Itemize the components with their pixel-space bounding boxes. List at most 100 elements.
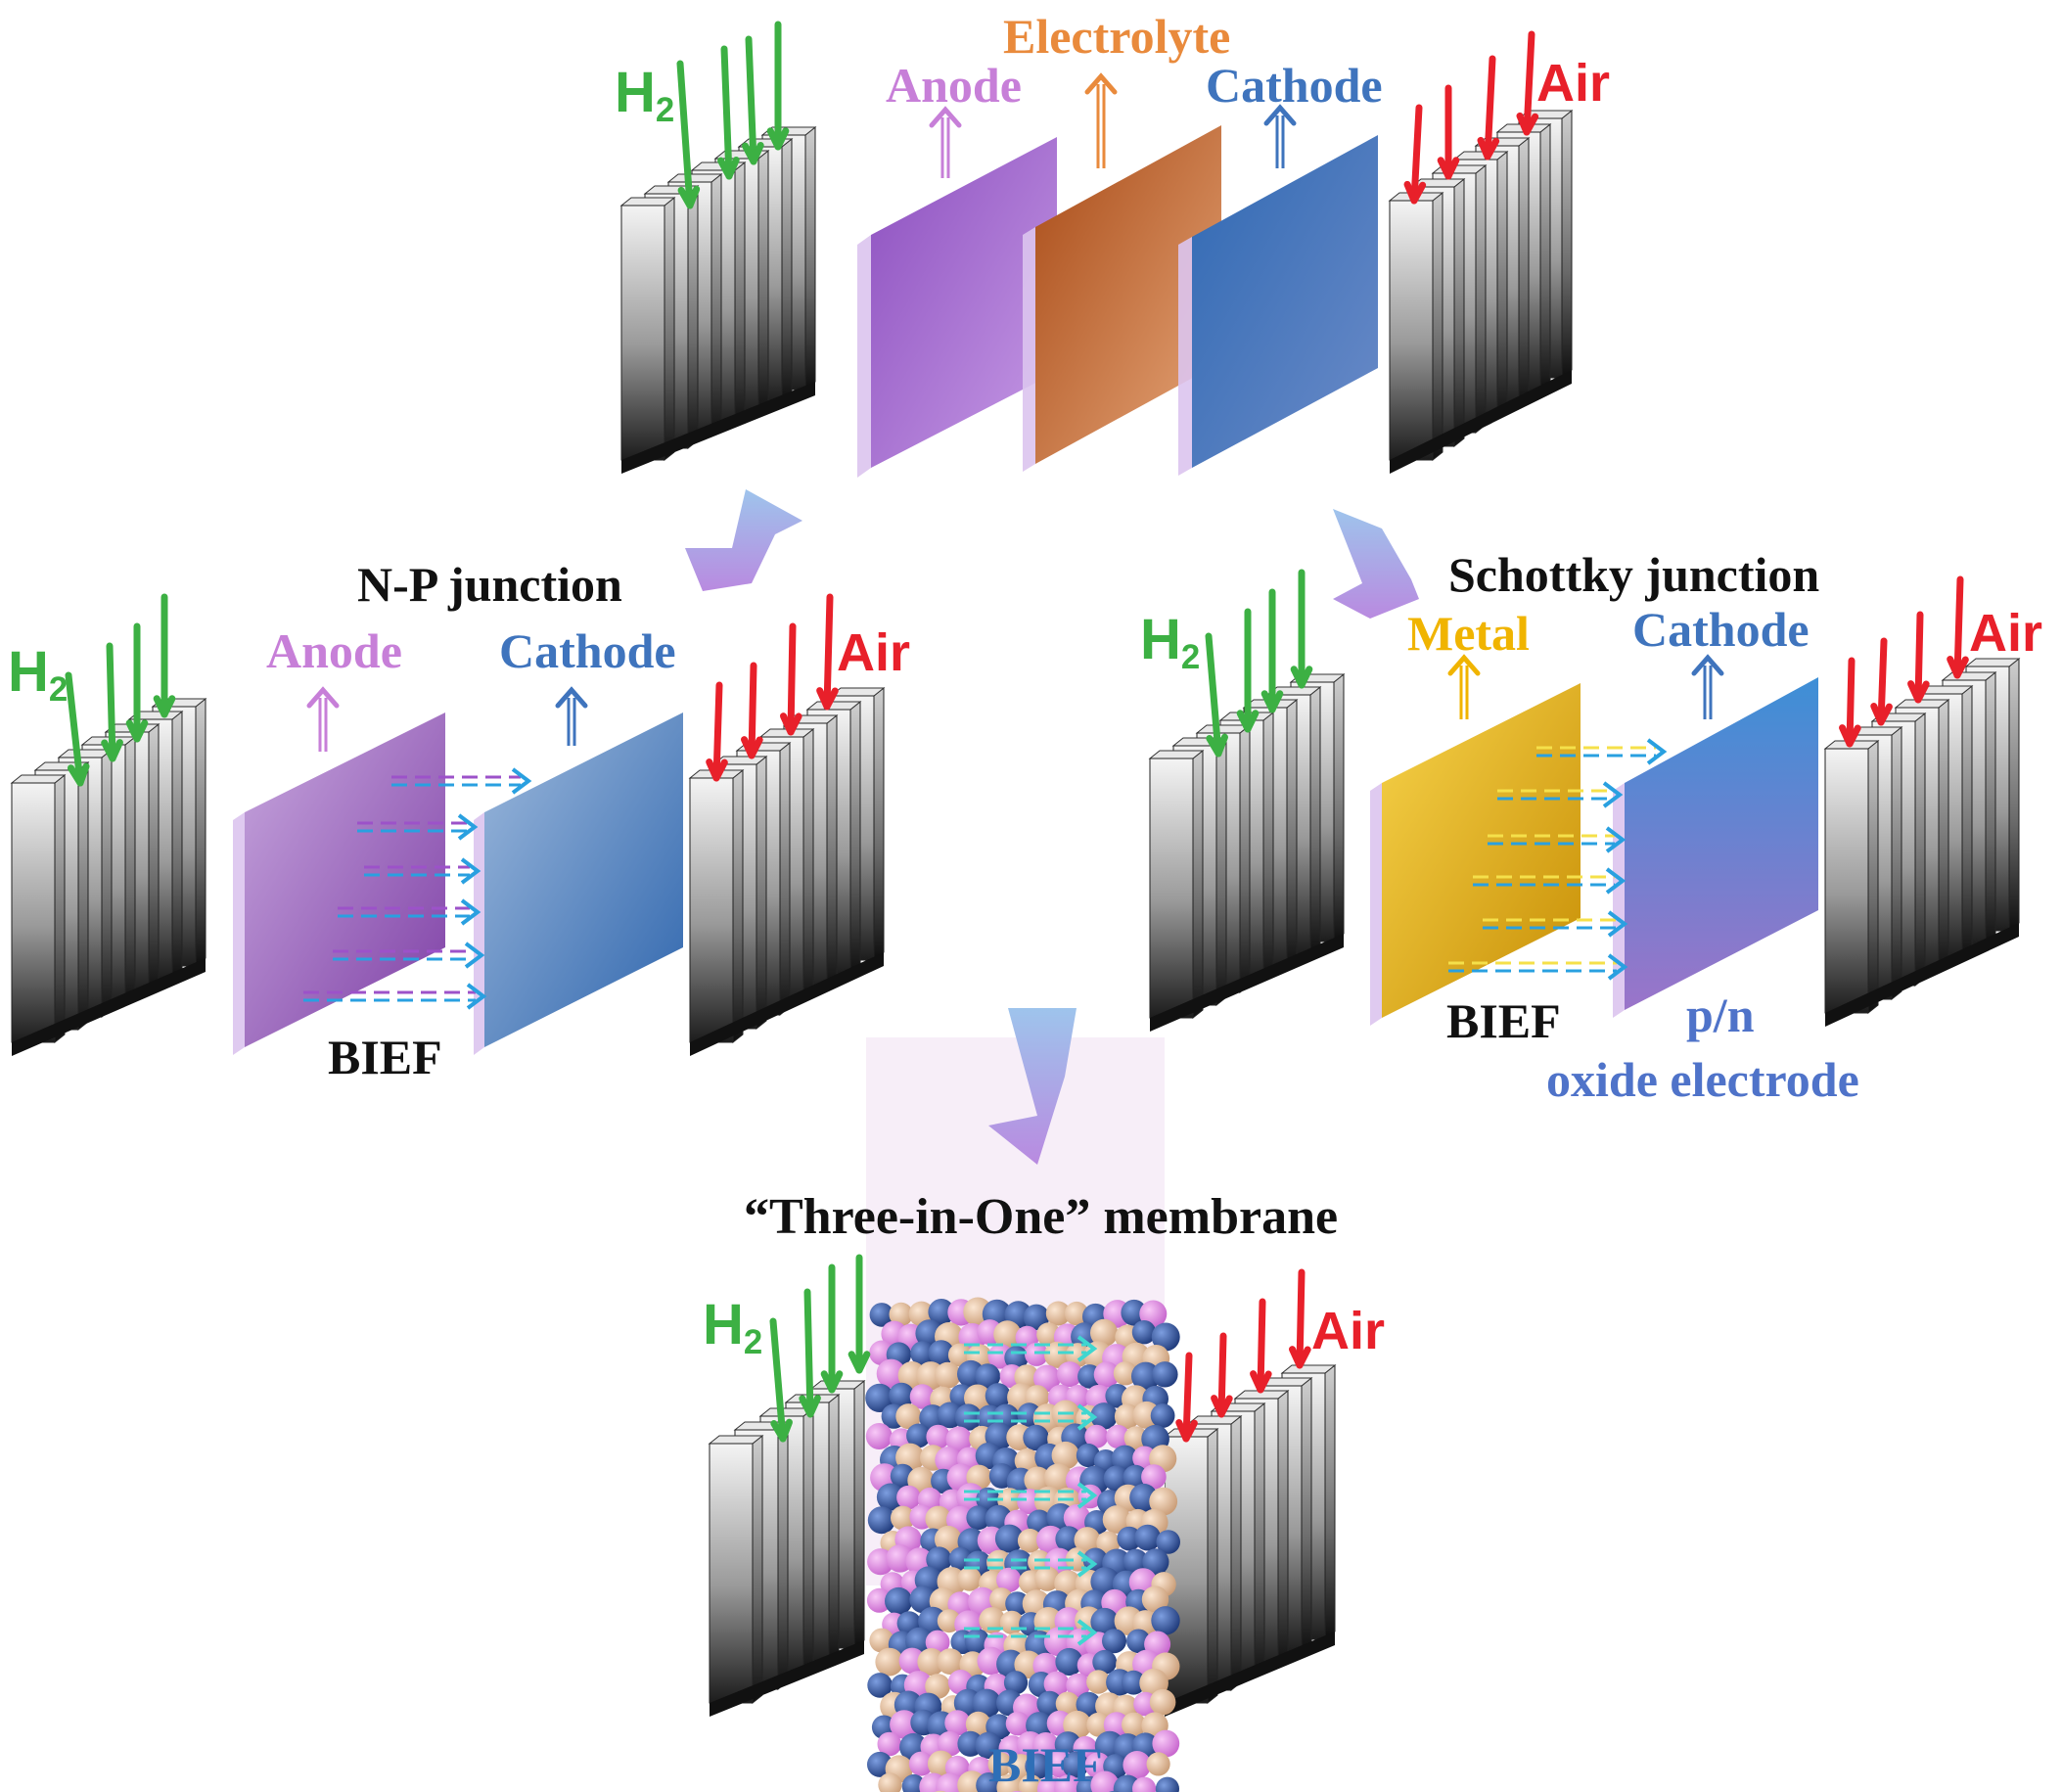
- top-cathode-plate: [1192, 135, 1378, 468]
- membrane-particle: [1014, 1448, 1040, 1474]
- schottky-h2-arrow-3-head: [1290, 666, 1313, 689]
- three-air-arrow-0: [1182, 1352, 1193, 1443]
- three-air-label: Air: [1311, 1302, 1386, 1360]
- transition-arrows: [685, 489, 1419, 1165]
- schottky-left-heatsink-fin-side: [1239, 723, 1251, 994]
- top-h2-label: H2: [615, 61, 675, 130]
- membrane-particle: [1142, 1548, 1169, 1576]
- membrane-particle: [926, 1424, 950, 1449]
- top-cathode-arrow-head: [1263, 104, 1297, 126]
- schottky-h2-arrow-0-head: [1206, 733, 1228, 758]
- membrane-particle: [1065, 1547, 1090, 1572]
- np-right-heatsink-fin-side: [802, 727, 814, 1003]
- np-left-heatsink-fin-side: [195, 697, 206, 968]
- three-bief-arrow-1-head: [1077, 1403, 1098, 1431]
- three-h2-arrow-3-head: [848, 1351, 871, 1374]
- transition-arrow-left: [685, 489, 802, 591]
- membrane-particle: [1149, 1688, 1176, 1716]
- membrane-particle: [1106, 1424, 1130, 1448]
- membrane-particle: [972, 1688, 1001, 1719]
- top-left-heatsink-fin-side: [804, 125, 816, 391]
- transition-arrow-right: [1333, 509, 1419, 619]
- membrane-particle: [975, 1363, 1001, 1390]
- membrane-particle: [1055, 1691, 1080, 1717]
- np-air-arrow-0: [712, 681, 723, 782]
- top-electrolyte-label: Electrolyte: [1003, 9, 1231, 64]
- membrane-particle: [909, 1585, 938, 1614]
- membrane-particle: [869, 1303, 894, 1327]
- membrane-particle: [945, 1426, 973, 1453]
- membrane-particle: [866, 1587, 892, 1613]
- np-air-arrow-2: [787, 622, 797, 736]
- membrane-particle: [1151, 1606, 1180, 1635]
- np-anode-plate-edge: [233, 812, 245, 1055]
- schottky-bief-arrow-0-head: [1646, 738, 1668, 765]
- top-right-heatsink-fin-side: [1496, 150, 1508, 421]
- membrane-particle: [1025, 1342, 1049, 1366]
- membrane-particle: [1122, 1712, 1146, 1737]
- np-air-label: Air: [837, 623, 911, 682]
- schottky-bief-arrow-1-head: [1602, 781, 1624, 808]
- np-anode-arrow-head: [306, 686, 340, 709]
- np-air-arrow-3-head: [816, 687, 839, 711]
- membrane-particle: [869, 1628, 894, 1653]
- top-left-heatsink-fin-top: [666, 173, 723, 183]
- np-air-arrow-2-head: [779, 712, 802, 736]
- schottky-left-heatsink-fin-side: [1192, 749, 1204, 1020]
- three-left-heatsink-fin-side: [853, 1379, 865, 1650]
- top-left-heatsink-fin: [620, 205, 665, 461]
- membrane-particle: [1093, 1361, 1121, 1388]
- schottky-air-arrow-3-head: [1947, 656, 1969, 679]
- membrane-particle: [909, 1384, 936, 1409]
- schottky-air-arrow-3: [1953, 575, 1964, 679]
- membrane-particle: [1074, 1527, 1101, 1553]
- three-bief-arrow-4-head: [1077, 1619, 1098, 1646]
- three-h2-label: H2: [703, 1293, 763, 1362]
- np-air-arrow-1: [748, 662, 757, 759]
- schottky-h2-arrow-0: [1205, 632, 1222, 758]
- top-left-heatsink-fin-side: [710, 172, 722, 438]
- membrane-particle: [1123, 1548, 1149, 1575]
- schottky-right-heatsink-fin-side: [1867, 739, 1879, 1015]
- np-left-heatsink-fin-side: [77, 760, 89, 1032]
- membrane-particle: [934, 1525, 962, 1553]
- membrane-particle: [1066, 1673, 1090, 1698]
- membrane-particle: [1036, 1690, 1063, 1717]
- bief-field-arrows: [303, 738, 1668, 1646]
- schottky-right-heatsink-fin-top: [1894, 699, 1950, 709]
- membrane-particle: [1152, 1729, 1180, 1758]
- membrane-particle: [1102, 1629, 1126, 1654]
- three-h2-arrow-0: [769, 1317, 787, 1443]
- three-right-heatsink: [1163, 1363, 1337, 1717]
- schottky-air-arrow-1: [1877, 637, 1888, 726]
- schottky-right-heatsink-fin-side: [1961, 684, 1973, 960]
- schottky-bief-arrow-2-head: [1605, 826, 1627, 853]
- membrane-particle: [1005, 1591, 1030, 1616]
- membrane-particle: [1151, 1322, 1180, 1352]
- membrane-particle: [1044, 1463, 1073, 1493]
- top-anode-label: Anode: [886, 58, 1022, 113]
- schottky-left-heatsink-fin-side: [1333, 672, 1345, 943]
- np-left-heatsink-fin: [11, 782, 56, 1043]
- membrane-particle: [1090, 1318, 1119, 1347]
- schottky-left-heatsink: [1148, 672, 1346, 1032]
- membrane-particle: [1090, 1567, 1121, 1597]
- schottky-cathode-label: Cathode: [1632, 602, 1810, 657]
- membrane-particle: [895, 1403, 922, 1430]
- membrane-particle: [878, 1772, 902, 1792]
- top-right-heatsink-base: [1390, 370, 1572, 474]
- top-h2-arrow-3-head: [766, 127, 790, 151]
- np-left-heatsink-fin-top: [10, 774, 67, 784]
- membrane-particle: [1025, 1753, 1051, 1779]
- schottky-right-heatsink-fin: [1824, 748, 1869, 1014]
- np-right-heatsink-fin-side: [779, 741, 791, 1017]
- np-bief-arrow-1-head: [457, 813, 479, 841]
- membrane-particle: [934, 1361, 961, 1389]
- three-h2-arrow-1: [803, 1288, 814, 1418]
- three-bief-label: BIEF: [988, 1737, 1103, 1792]
- top-air-arrow-1-head: [1437, 157, 1460, 180]
- membrane-particle: [1141, 1464, 1167, 1490]
- membrane-particle: [1146, 1752, 1170, 1776]
- membrane-particle: [926, 1546, 952, 1573]
